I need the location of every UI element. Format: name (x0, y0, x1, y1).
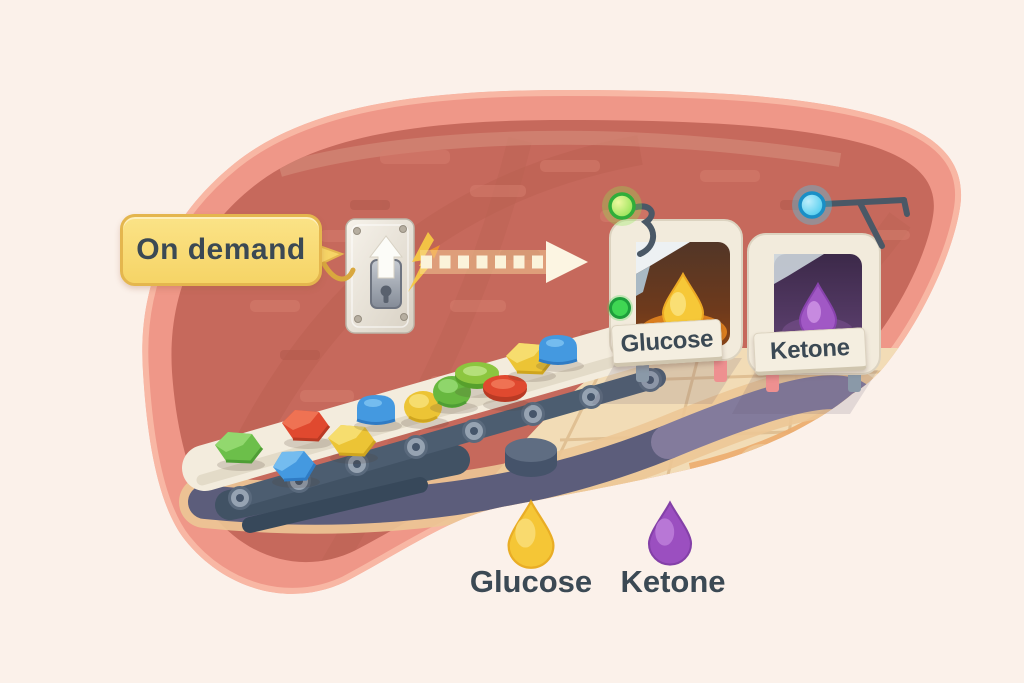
belt-shape-hex (272, 451, 320, 488)
green-indicator-light-small (607, 295, 633, 321)
belt-shape-round (430, 376, 478, 414)
light-hook-pipe (630, 203, 657, 257)
floor-puck (505, 438, 557, 477)
on-demand-badge: On demand (120, 214, 322, 286)
ketone-oven-label: Ketone (769, 333, 851, 366)
legend-ketone-label: Ketone (620, 564, 726, 599)
dashed-arrow (420, 241, 588, 283)
belt-shape-round (401, 391, 449, 429)
belt-shape-block (328, 425, 378, 464)
glucose-oven-label: Glucose (619, 324, 714, 358)
belt-shape-block (215, 432, 265, 471)
keyhole-icon (380, 285, 392, 303)
legend-glucose: Glucose (451, 562, 611, 602)
screws (353, 225, 408, 323)
blue-indicator-light (792, 185, 832, 225)
spark-icon (408, 232, 440, 292)
on-demand-badge-label: On demand (136, 233, 306, 266)
belt-shapes (215, 335, 584, 488)
green-indicator-light (602, 186, 642, 226)
ketone-drop-icon (647, 500, 693, 566)
belt-shape-block (282, 410, 332, 449)
belt-shape-cap (536, 335, 584, 372)
belt-roller-wheels (228, 368, 662, 510)
glucose-oven-plaque: Glucose (610, 318, 724, 368)
light-switch (345, 218, 440, 334)
ketone-oven-plaque: Ketone (752, 327, 868, 376)
legend-glucose-label: Glucose (469, 564, 593, 599)
glucose-drop-icon (507, 499, 555, 569)
legend-ketone: Ketone (593, 562, 753, 602)
up-arrow-icon (368, 235, 404, 279)
rod-bracket (821, 197, 910, 249)
belt-shape-cap (354, 395, 402, 432)
belt-shape-disc (483, 375, 531, 411)
